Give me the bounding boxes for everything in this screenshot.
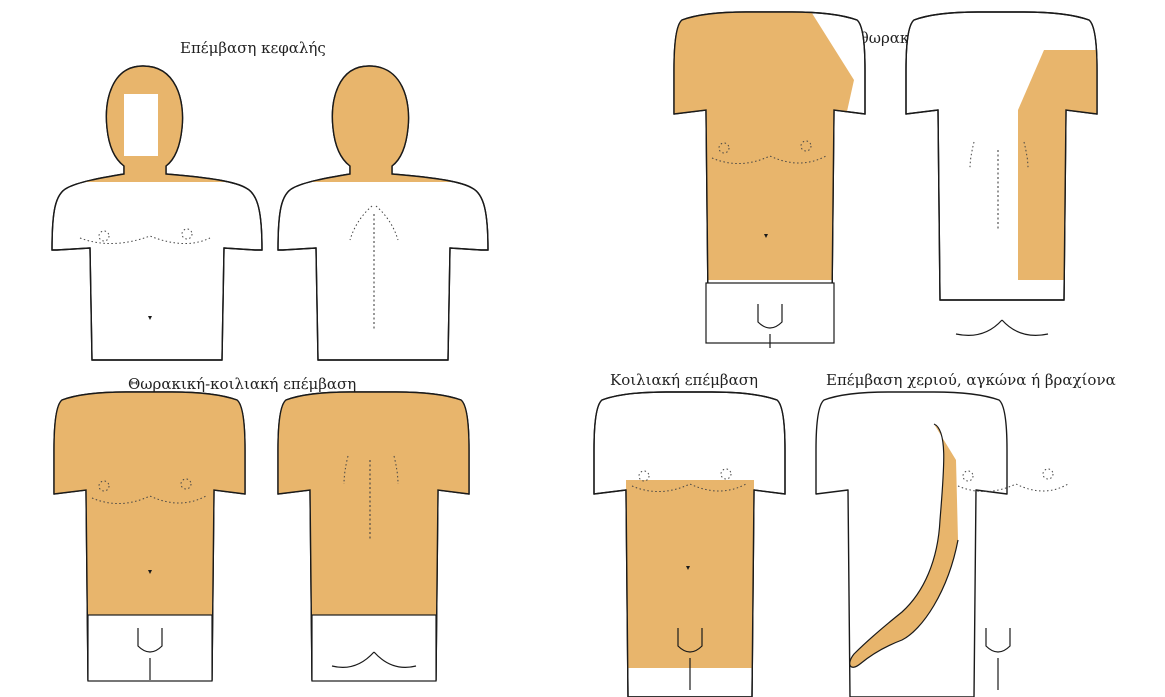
figure-abdominal-front [594, 392, 785, 697]
face-window [124, 94, 158, 156]
shaded-area [626, 480, 754, 668]
figure-thoracoabdominal-front [40, 385, 260, 681]
shaded-area [660, 10, 854, 280]
figure-thoracoabdominal-back [264, 385, 484, 681]
figure-unilateral-front [660, 10, 865, 348]
figure-head-back [266, 60, 506, 360]
figure-arm-front [816, 392, 1068, 697]
shaded-area [1018, 50, 1097, 280]
shaded-area [40, 60, 280, 182]
shaded-area [264, 385, 484, 615]
figure-head-front [40, 60, 280, 360]
shaded-area [40, 385, 260, 615]
figure-unilateral-back [906, 12, 1097, 335]
shaded-area [266, 60, 506, 182]
